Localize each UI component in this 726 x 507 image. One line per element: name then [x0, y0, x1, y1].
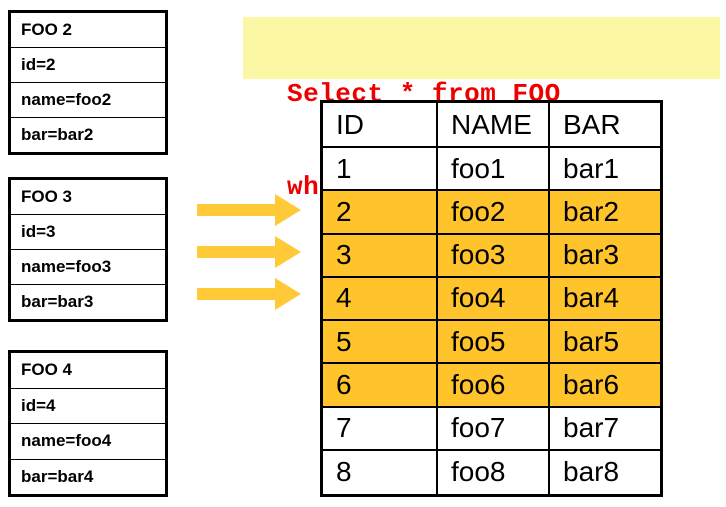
table-cell-bar: bar8	[563, 456, 620, 488]
table-cell-name: foo8	[438, 450, 550, 494]
record-field-bar: bar=bar2	[21, 125, 94, 144]
record-field-name: name=foo3	[11, 250, 165, 285]
table-cell-bar: bar2	[550, 191, 660, 235]
record-box-title: FOO 2	[11, 13, 165, 48]
table-cell-id: 2	[323, 191, 438, 235]
record-box-title: FOO 3	[11, 180, 165, 215]
table-cell-id: 5	[323, 321, 438, 365]
record-box-foo2: FOO 2 id=2 name=foo2 bar=bar2	[8, 10, 168, 155]
record-field-bar: bar=bar4	[21, 466, 94, 486]
record-field-id: id=2	[11, 48, 165, 83]
table-cell-name: foo6	[438, 364, 550, 408]
record-box-foo4: FOO 4 id=4 name=foo4 bar=bar4	[8, 350, 168, 497]
table-cell-id: 7	[323, 407, 438, 451]
table-cell-name: foo1	[438, 148, 550, 192]
table-cell-id: 6	[323, 364, 438, 408]
table-cell-id: 8	[323, 450, 438, 494]
table-cell-name: foo5	[438, 321, 550, 365]
table-cell-name: foo3	[438, 234, 550, 278]
table-cell-id: 4	[323, 277, 438, 321]
column-header-name: NAME	[438, 103, 550, 148]
right-arrow-icon	[197, 236, 301, 268]
result-table: ID NAME BAR 1 foo1 bar1 2 foo2 bar2 3 fo…	[320, 100, 663, 497]
table-cell-name: foo4	[438, 277, 550, 321]
record-box-title: FOO 4	[11, 353, 165, 389]
record-box-foo3: FOO 3 id=3 name=foo3 bar=bar3	[8, 177, 168, 322]
table-cell-bar: bar4	[550, 277, 660, 321]
sql-query-text: Select * from FOO where id > 1 and id < …	[243, 17, 720, 202]
record-field-name: name=foo4	[11, 424, 165, 460]
right-arrow-icon	[197, 278, 301, 310]
table-cell-bar: bar3	[550, 234, 660, 278]
table-cell-name: foo2	[438, 191, 550, 235]
record-field-bar: bar=bar3	[21, 292, 94, 311]
record-field-id: id=4	[11, 389, 165, 424]
record-field-name: name=foo2	[11, 83, 165, 118]
table-cell-bar: bar7	[550, 408, 660, 451]
column-header-bar: BAR	[550, 103, 660, 148]
table-cell-id: 1	[323, 148, 438, 192]
table-cell-id: 3	[323, 234, 438, 278]
table-cell-name: foo7	[438, 407, 550, 451]
table-cell-bar: bar6	[550, 364, 660, 408]
table-cell-bar: bar1	[550, 148, 660, 192]
column-header-id: ID	[323, 103, 438, 148]
record-field-id: id=3	[11, 215, 165, 250]
right-arrow-icon	[197, 194, 301, 226]
table-cell-bar: bar5	[550, 321, 660, 365]
